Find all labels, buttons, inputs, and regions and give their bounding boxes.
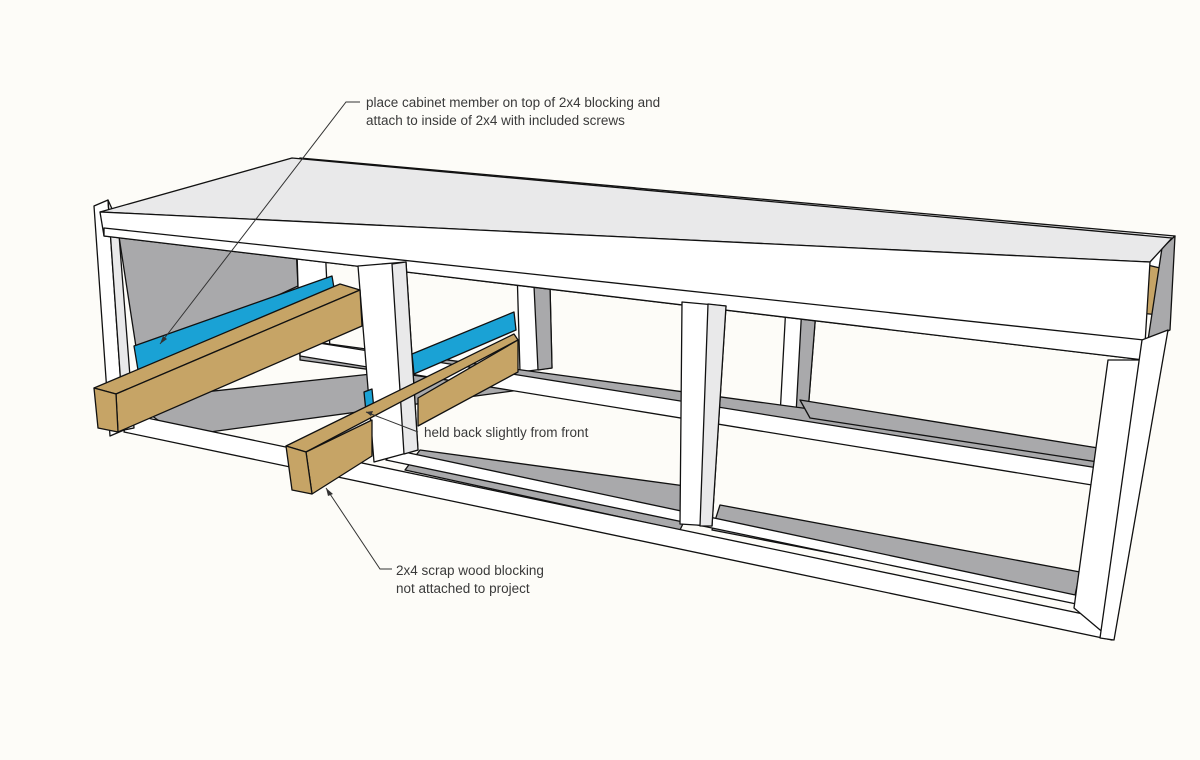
callout-held-line1: held back slightly from front <box>424 425 589 440</box>
callout-cabinet-member: place cabinet member on top of 2x4 block… <box>366 94 660 130</box>
leader-held-back <box>365 411 419 433</box>
arrowhead-cabinet <box>160 336 167 344</box>
callout-blocking-line2: not attached to project <box>396 581 530 596</box>
blocking-right-rear <box>417 339 519 427</box>
callout-scrap-blocking: 2x4 scrap wood blocking not attached to … <box>396 562 544 598</box>
callout-cabinet-line2: attach to inside of 2x4 with included sc… <box>366 113 625 128</box>
callout-cabinet-line1: place cabinet member on top of 2x4 block… <box>366 95 661 110</box>
cabinet-member-right <box>411 311 517 375</box>
front-post-2-side <box>699 303 727 527</box>
front-right-post-side <box>1099 329 1169 641</box>
callout-held-back: held back slightly from front <box>424 424 588 442</box>
leader-blocking <box>325 487 392 570</box>
blocking-right-end <box>285 445 313 495</box>
arrowhead-blocking <box>326 488 333 496</box>
blocking-left-end <box>93 387 119 433</box>
leader-cabinet-member <box>159 101 360 345</box>
callout-blocking-line1: 2x4 scrap wood blocking <box>396 563 544 578</box>
arrowhead-held <box>366 411 373 416</box>
